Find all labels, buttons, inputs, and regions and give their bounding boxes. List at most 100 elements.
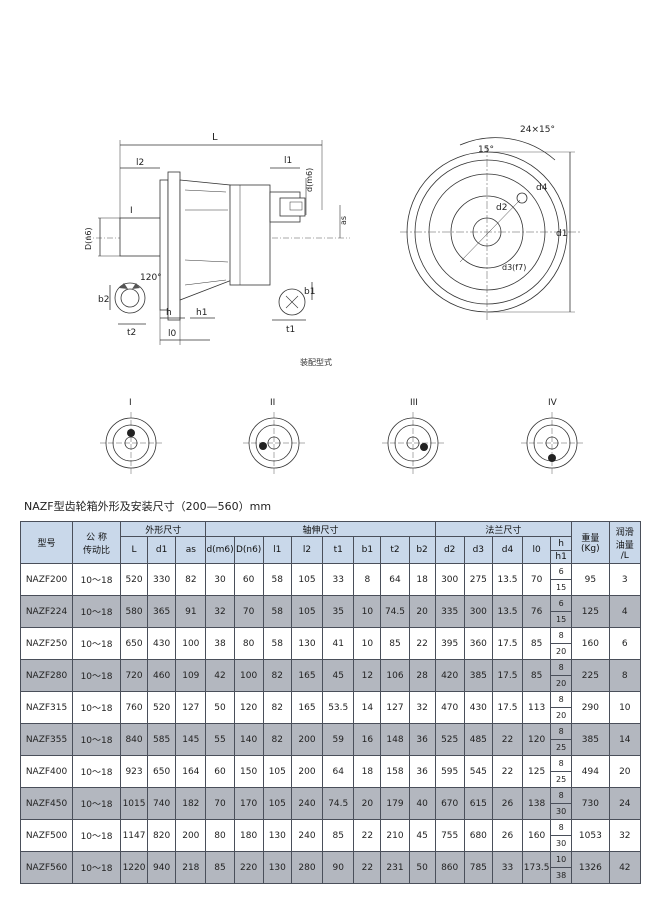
cell-d4: 26 <box>491 787 524 820</box>
header-flange: 法兰尺寸 <box>434 521 573 537</box>
dim-b2: b2 <box>98 295 109 305</box>
header-model: 型号 <box>19 521 74 564</box>
table-title: NAZF型齿轮箱外形及安装尺寸（200—560）mm <box>24 500 272 513</box>
cell-model: NAZF560 <box>19 851 74 884</box>
cell-oil: 6 <box>608 627 642 660</box>
cell-l1: 105 <box>262 755 292 788</box>
cell-ratio: 10～18 <box>72 595 121 628</box>
cell-ratio: 10～18 <box>72 659 121 692</box>
cell-d: 80 <box>205 819 235 852</box>
spec-table: 型号 公 称 传动比 外形尺寸 轴伸尺寸 法兰尺寸 重量 (Kg) 润滑 油量 … <box>19 521 642 884</box>
cell-l0: 85 <box>522 659 552 692</box>
cell-t2: 64 <box>380 563 410 596</box>
cell-ratio: 10～18 <box>72 851 121 884</box>
cell-b2: 36 <box>408 755 436 788</box>
cell-d1: 460 <box>147 659 177 692</box>
cell-t2: 231 <box>380 851 410 884</box>
cell-weight: 730 <box>571 787 610 820</box>
cell-ratio: 10～18 <box>72 819 121 852</box>
cell-d3: 385 <box>463 659 493 692</box>
cell-l0: 85 <box>522 627 552 660</box>
cell-as: 218 <box>175 851 207 884</box>
cell-L: 923 <box>119 755 149 788</box>
subheader-h1: h1 <box>555 551 567 562</box>
cell-h: 6 <box>550 595 573 612</box>
cell-weight: 125 <box>571 595 610 628</box>
table-row-sub: 15 <box>21 579 641 596</box>
cell-l0: 173.5 <box>522 851 552 884</box>
subheader-d1: d1 <box>147 536 177 564</box>
cell-h1: 15 <box>550 579 573 596</box>
cell-weight: 385 <box>571 723 610 756</box>
cell-oil: 4 <box>608 595 642 628</box>
cell-d4: 13.5 <box>491 563 524 596</box>
header-oil: 润滑 油量 /L <box>608 521 642 564</box>
cell-l0: 113 <box>522 691 552 724</box>
cell-model: NAZF224 <box>19 595 74 628</box>
subheader-h-h1: h h1 <box>550 536 573 564</box>
mark-I: I <box>130 206 133 216</box>
subheader-l2: l2 <box>290 536 324 564</box>
cell-D: 60 <box>233 563 264 596</box>
cell-d1: 520 <box>147 691 177 724</box>
cell-l2: 200 <box>290 755 324 788</box>
cell-t1: 64 <box>322 755 355 788</box>
cell-d2: 860 <box>434 851 465 884</box>
cell-D: 100 <box>233 659 264 692</box>
cell-d: 70 <box>205 787 235 820</box>
cell-l1: 130 <box>262 851 292 884</box>
subheader-l0: l0 <box>522 536 552 564</box>
cell-d2: 420 <box>434 659 465 692</box>
cell-d: 38 <box>205 627 235 660</box>
cell-D: 170 <box>233 787 264 820</box>
cell-t2: 210 <box>380 819 410 852</box>
cell-L: 520 <box>119 563 149 596</box>
cell-as: 182 <box>175 787 207 820</box>
cell-t1: 35 <box>322 595 355 628</box>
cell-weight: 290 <box>571 691 610 724</box>
dim-h: h <box>166 308 172 318</box>
cell-d2: 470 <box>434 691 465 724</box>
cell-as: 127 <box>175 691 207 724</box>
cell-h1: 20 <box>550 675 573 692</box>
table-row-sub: 25 <box>21 739 641 756</box>
dim-l2: l2 <box>136 158 144 168</box>
cell-oil: 24 <box>608 787 642 820</box>
cell-d4: 33 <box>491 851 524 884</box>
cell-b1: 12 <box>353 659 382 692</box>
cell-b2: 50 <box>408 851 436 884</box>
cell-b2: 40 <box>408 787 436 820</box>
cell-l1: 58 <box>262 627 292 660</box>
cell-oil: 10 <box>608 691 642 724</box>
cell-d2: 595 <box>434 755 465 788</box>
cell-d4: 17.5 <box>491 659 524 692</box>
cell-h: 8 <box>550 627 573 644</box>
cell-b1: 18 <box>353 755 382 788</box>
technical-drawing: L l2 l1 d(m6) as D(n6) I <box>84 125 583 474</box>
mounting-types: I II III IV <box>100 398 583 474</box>
cell-weight: 1053 <box>571 819 610 852</box>
cell-l2: 240 <box>290 819 324 852</box>
cell-D: 70 <box>233 595 264 628</box>
cell-d: 42 <box>205 659 235 692</box>
cell-l0: 138 <box>522 787 552 820</box>
header-ratio: 公 称 传动比 <box>72 521 121 564</box>
cell-weight: 95 <box>571 563 610 596</box>
cell-d4: 22 <box>491 723 524 756</box>
cell-l1: 58 <box>262 595 292 628</box>
cell-model: NAZF200 <box>19 563 74 596</box>
cell-d1: 330 <box>147 563 177 596</box>
cell-l0: 70 <box>522 563 552 596</box>
cell-d4: 26 <box>491 819 524 852</box>
cell-h1: 25 <box>550 771 573 788</box>
cell-b2: 32 <box>408 691 436 724</box>
cell-l1: 82 <box>262 723 292 756</box>
table-row-sub: 30 <box>21 835 641 852</box>
cell-L: 1220 <box>119 851 149 884</box>
cell-b1: 10 <box>353 595 382 628</box>
